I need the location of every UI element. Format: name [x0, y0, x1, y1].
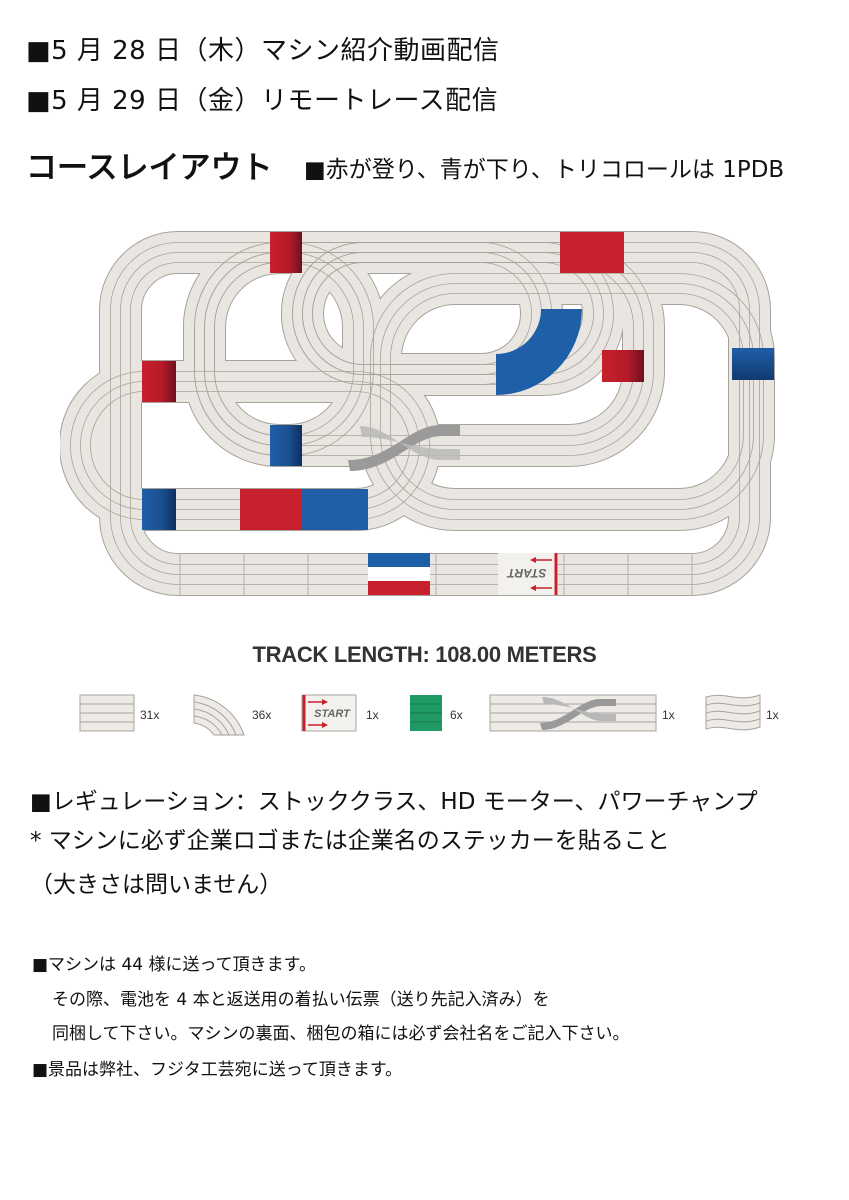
schedule-line-video: ■5 月 28 日（木）マシン紹介動画配信 — [26, 36, 500, 66]
loop-right-lane-2 — [380, 283, 754, 510]
legend-slope-count: 6x — [450, 708, 463, 722]
course-layout-title: コースレイアウト — [26, 150, 273, 186]
legend-wave-piece — [705, 694, 761, 731]
track-base — [60, 231, 775, 596]
schedule-line-race: ■5 月 29 日（金）リモートレース配信 — [26, 86, 499, 116]
crossover-piece — [348, 425, 460, 471]
loop-right-lane-1 — [390, 293, 744, 500]
sticker-rule-line: * マシンに必ず企業ロゴまたは企業名のステッカーを貼ること — [30, 828, 670, 854]
sticker-size-note: （大きさは問いません） — [30, 872, 283, 898]
legend-crossover-count: 1x — [662, 708, 675, 722]
legend-slope-piece — [410, 695, 442, 731]
legend-curve-count: 36x — [252, 708, 271, 722]
slope-blue-2 — [270, 425, 302, 466]
shipping-line-2: その際、電池を 4 本と返送用の着払い伝票（送り先記入済み）を — [52, 990, 550, 1010]
slope-blue-3 — [142, 489, 176, 530]
shipping-line-3: 同梱して下さい。マシンの裏面、梱包の箱には必ず会社名をご記入下さい。 — [52, 1024, 630, 1044]
slope-blue-curve — [496, 309, 582, 395]
loop-middle-lane-3 — [194, 242, 654, 456]
tricolore-white — [368, 567, 430, 581]
slope-blue-1 — [732, 348, 774, 380]
shipping-line-1: ■マシンは 44 様に送って頂きます。 — [32, 955, 316, 975]
slope-red-2 — [560, 232, 624, 273]
legend-start-count: 1x — [366, 708, 379, 722]
slope-red-4 — [142, 361, 176, 402]
legend-crossover-piece — [489, 694, 657, 732]
track-length-label: TRACK LENGTH: 108.00 METERS — [252, 642, 597, 667]
course-layout-diagram: START — [60, 231, 775, 596]
track-sections — [142, 232, 774, 595]
legend-start-label: START — [314, 708, 351, 720]
slope-red-5 — [240, 489, 302, 530]
loop-middle-lane-2 — [204, 252, 644, 446]
legend-straight-count: 31x — [140, 708, 159, 722]
loop-inner-oval-2-lane-2 — [302, 252, 542, 375]
slope-red-3 — [602, 350, 644, 382]
slope-blue-4 — [302, 489, 368, 530]
start-piece: START — [498, 553, 558, 595]
track-parts-legend: 31x 36x START 1x 6x 1x — [79, 694, 779, 736]
loop-inner-oval-2-lane-3 — [292, 242, 552, 385]
legend-curve-piece — [193, 694, 245, 736]
tricolore-blue — [368, 553, 430, 567]
course-layout-note: ■赤が登り、青が下り、トリコロールは 1PDB — [304, 157, 785, 183]
slope-red-1 — [270, 232, 302, 273]
start-label: START — [506, 566, 547, 580]
legend-wave-count: 1x — [766, 708, 779, 722]
loop-inner-oval-2-lane-1 — [312, 262, 532, 365]
legend-straight-piece — [79, 694, 135, 732]
tricolore-red — [368, 581, 430, 595]
legend-start-piece: START — [301, 694, 357, 732]
loop-right-lane-3 — [370, 273, 764, 520]
regulation-line: ■レギュレーション：ストッククラス、HD モーター、パワーチャンプ — [30, 789, 758, 815]
loop-middle-lane-1 — [214, 262, 634, 436]
prize-shipping-line: ■景品は弊社、フジタ工芸宛に送って頂きます。 — [32, 1060, 403, 1080]
